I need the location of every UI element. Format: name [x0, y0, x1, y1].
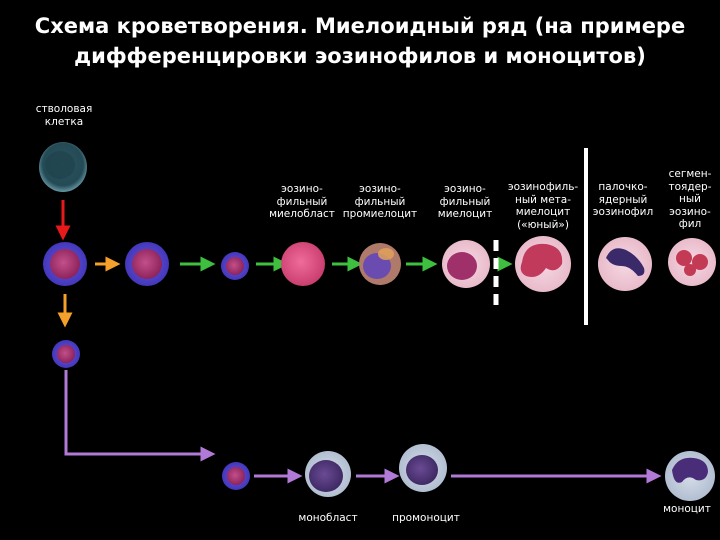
monocyte-progenitor-cell: [52, 340, 80, 368]
monoblast-cell: [305, 451, 351, 497]
monocyte-line-1: [66, 370, 208, 454]
label-eo-band: палочко- ядерный эозинофил: [586, 181, 660, 219]
label-promonocyte: промоноцит: [386, 512, 466, 525]
label-monocyte: моноцит: [654, 503, 720, 516]
label-eo-segmented: сегмен- тоядер- ный эозино- фил: [660, 168, 720, 231]
eo-metamyelocyte-cell: [515, 236, 571, 292]
mono-small-cell: [222, 462, 250, 490]
eo-promyelocyte-cell: [359, 243, 401, 285]
label-eo-promyelocyte: эозино- фильный промиелоцит: [340, 183, 420, 221]
progenitor-cell-1: [43, 242, 87, 286]
stem-cell: [39, 142, 87, 192]
progenitor-cell-2: [125, 242, 169, 286]
label-monoblast: монобласт: [288, 512, 368, 525]
monocyte-cell: [665, 451, 715, 501]
promonocyte-cell: [399, 444, 447, 492]
label-eo-myeloblast: эозино- фильный миелобласт: [262, 183, 342, 221]
label-eo-metamyelocyte: эозинофиль- ный мета- миелоцит («юный»): [502, 181, 584, 231]
label-eo-myelocyte: эозино- фильный миелоцит: [425, 183, 505, 221]
eo-myeloblast-cell: [281, 242, 325, 286]
eo-myelocyte-cell: [442, 240, 490, 288]
eo-segmented-cell: [668, 238, 716, 286]
eo-band-cell: [598, 237, 652, 291]
label-stem-cell: стволовая клетка: [24, 103, 104, 128]
eo-small-cell: [221, 252, 249, 280]
